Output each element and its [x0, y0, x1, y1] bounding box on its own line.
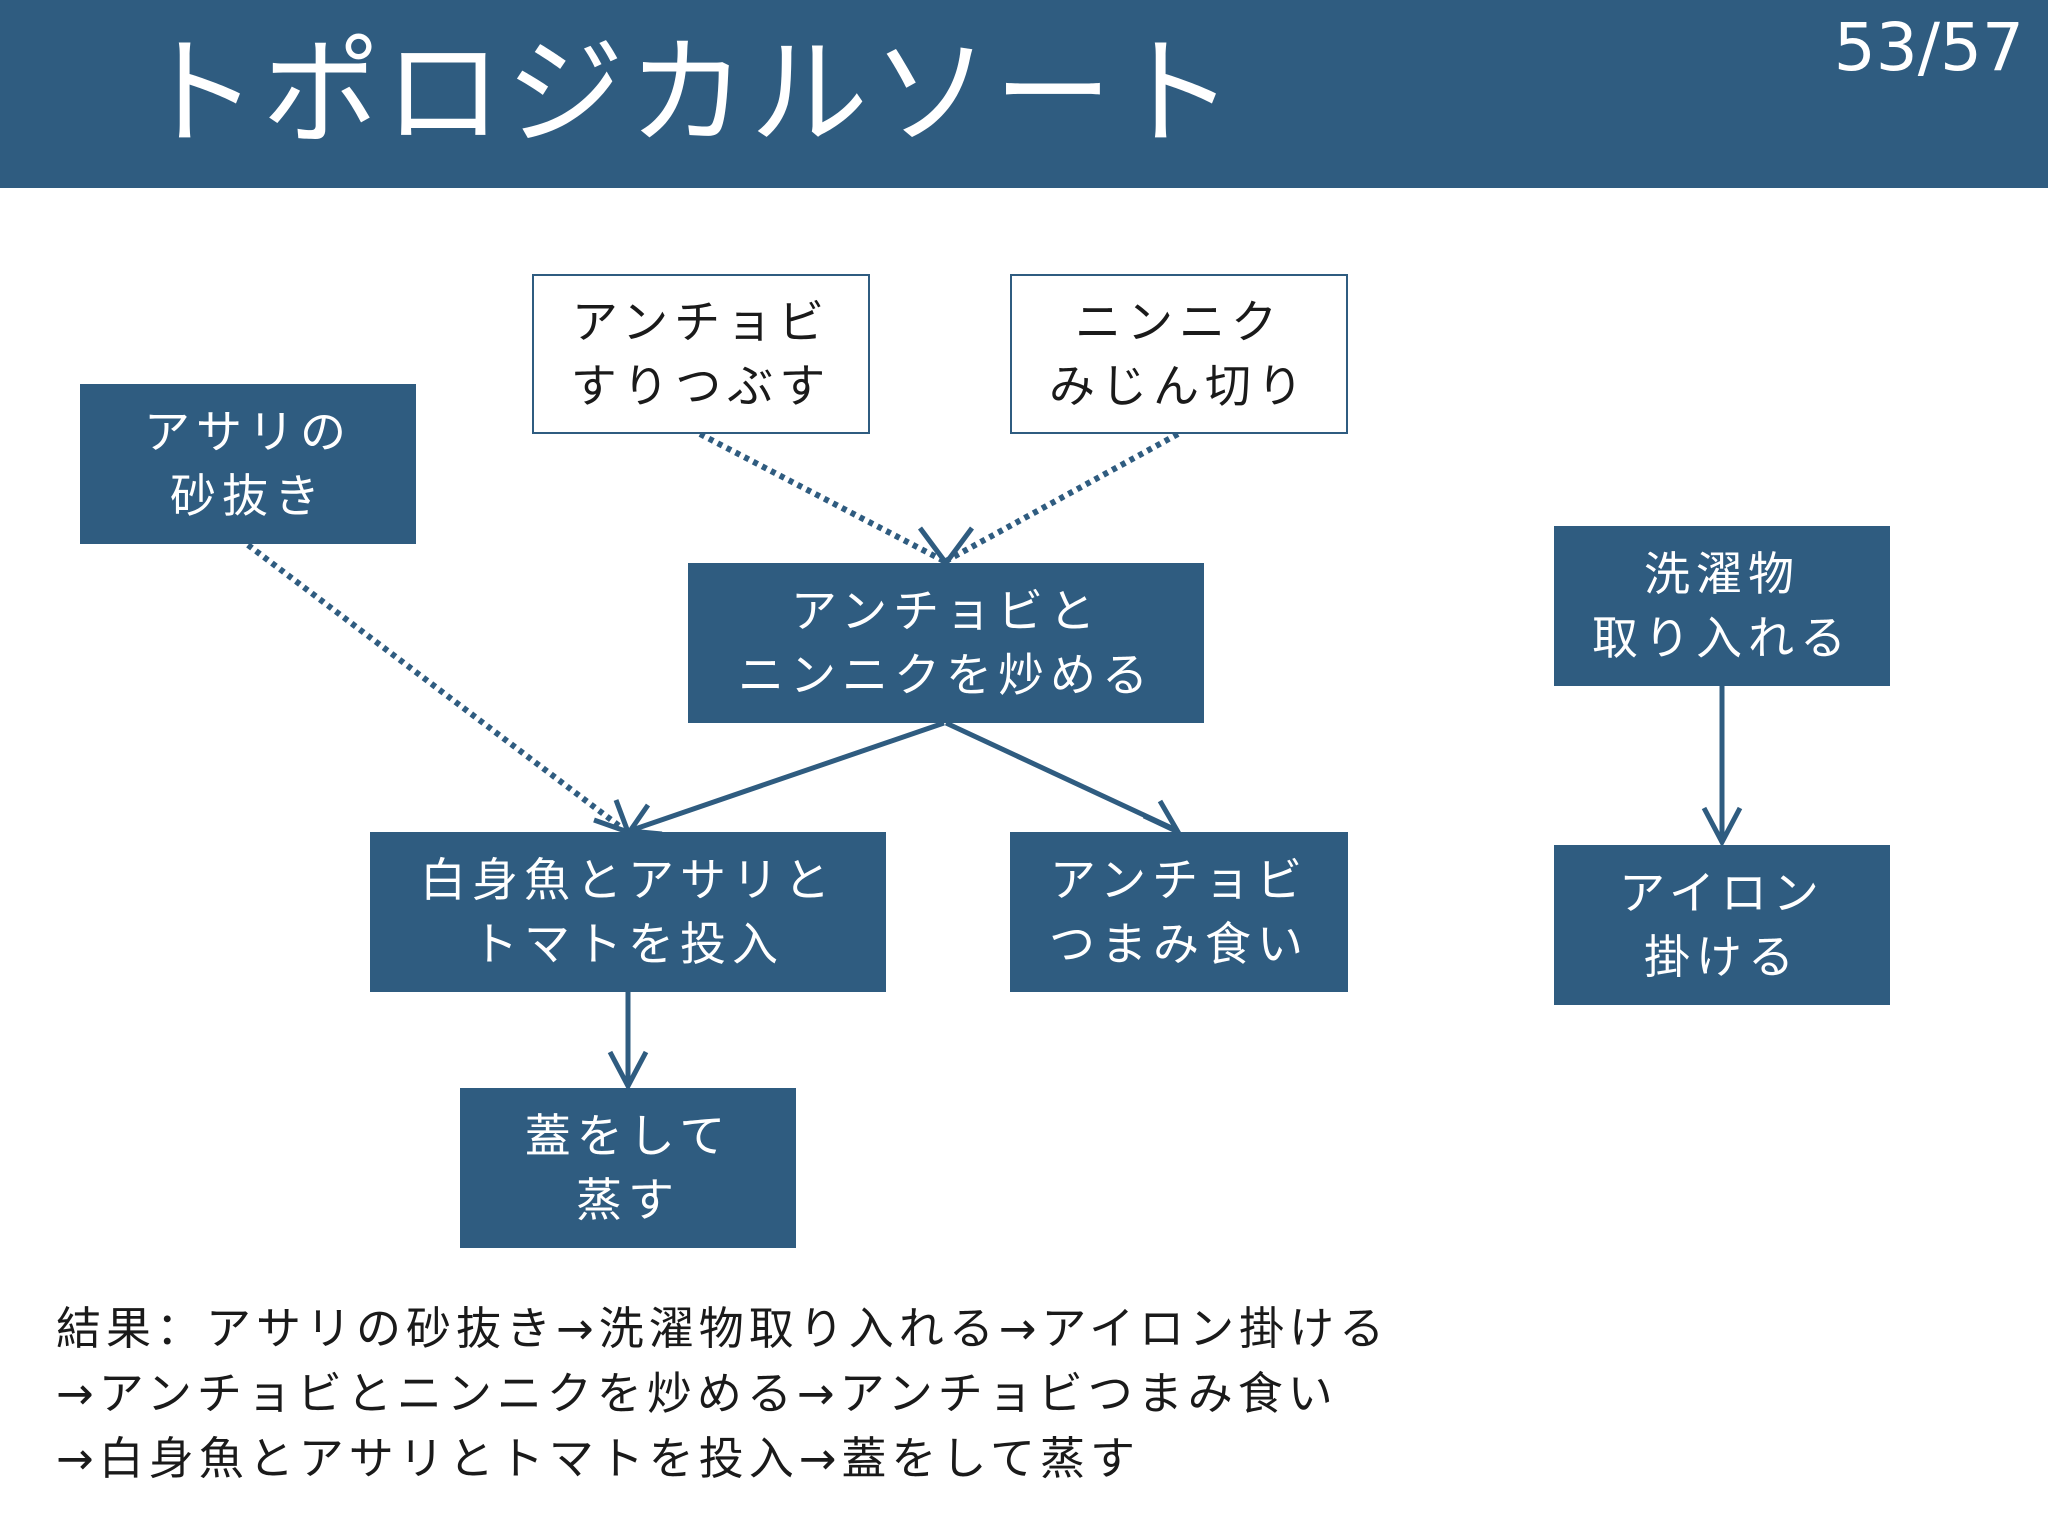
- node-anchovy-tsumamigui-line2: つまみ食い: [1049, 917, 1309, 971]
- node-mushi-line1: 蓋をして: [524, 1109, 732, 1163]
- node-anchovy-itameru: アンチョビと ニンニクを炒める: [688, 563, 1204, 723]
- node-ninniku-mijingiri: ニンニク みじん切り: [1010, 274, 1348, 434]
- node-mushi: 蓋をして 蒸す: [460, 1088, 796, 1248]
- node-anchovy-suritsubusu-line2: すりつぶす: [570, 359, 832, 413]
- node-sentakumono-line2: 取り入れる: [1592, 611, 1852, 665]
- result-text: 結果：アサリの砂抜き→洗濯物取り入れる→アイロン掛ける →アンチョビとニンニクを…: [56, 1296, 1389, 1491]
- node-asari-sunanuki-line1: アサリの: [144, 405, 352, 459]
- node-anchovy-itameru-line2: ニンニクを炒める: [738, 648, 1154, 702]
- result-line-1: 結果：アサリの砂抜き→洗濯物取り入れる→アイロン掛ける: [56, 1302, 1390, 1355]
- edge-anchovy-to-itameru: [698, 431, 946, 564]
- slide-title: トポロジカルソート: [140, 24, 1239, 162]
- edge-itameru-to-tsumamigui: [944, 720, 1178, 833]
- node-anchovy-suritsubusu-line1: アンチョビ: [571, 295, 831, 349]
- node-mushi-line2: 蒸す: [576, 1173, 680, 1227]
- edge-asari-to-shiromi: [246, 542, 624, 831]
- header-bar: トポロジカルソート 53/57: [0, 0, 2048, 188]
- node-shiromi-tounyu: 白身魚とアサリと トマトを投入: [370, 832, 886, 992]
- arrowhead-itameru-to-tsumamigui: [1142, 799, 1185, 838]
- node-asari-sunanuki: アサリの 砂抜き: [80, 384, 416, 544]
- edge-ninniku-to-itameru: [944, 431, 1180, 564]
- node-iron: アイロン 掛ける: [1554, 845, 1890, 1005]
- node-sentakumono-line1: 洗濯物: [1644, 547, 1800, 601]
- edge-itameru-to-shiromi: [631, 720, 945, 833]
- node-sentakumono: 洗濯物 取り入れる: [1554, 526, 1890, 686]
- node-anchovy-tsumamigui: アンチョビ つまみ食い: [1010, 832, 1348, 992]
- node-anchovy-tsumamigui-line1: アンチョビ: [1049, 853, 1309, 907]
- node-iron-line2: 掛ける: [1644, 930, 1800, 984]
- node-anchovy-suritsubusu: アンチョビ すりつぶす: [532, 274, 870, 434]
- node-asari-sunanuki-line2: 砂抜き: [170, 469, 326, 523]
- result-line-3: →白身魚とアサリとトマトを投入→蓋をして蒸す: [56, 1432, 1141, 1485]
- node-shiromi-tounyu-line2: トマトを投入: [472, 917, 784, 971]
- node-ninniku-mijingiri-line1: ニンニク: [1075, 295, 1283, 349]
- node-anchovy-itameru-line1: アンチョビと: [790, 584, 1102, 638]
- arrowhead-shiromi-to-mushi: [607, 1050, 649, 1092]
- arrowhead-sentaku-to-iron: [1701, 806, 1743, 848]
- node-shiromi-tounyu-line1: 白身魚とアサリと: [420, 853, 836, 907]
- page-number: 53/57: [1833, 9, 2024, 86]
- result-line-2: →アンチョビとニンニクを炒める→アンチョビつまみ食い: [56, 1367, 1338, 1420]
- node-iron-line1: アイロン: [1619, 866, 1825, 920]
- node-ninniku-mijingiri-line2: みじん切り: [1049, 359, 1309, 413]
